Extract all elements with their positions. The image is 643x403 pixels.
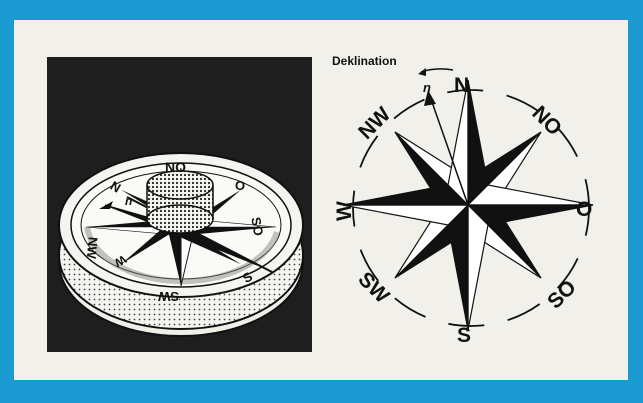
rose-label-sw: SW bbox=[353, 268, 393, 308]
rose-label-w: W bbox=[333, 201, 356, 221]
rose-label-se: SO bbox=[543, 276, 581, 314]
compass-photo: NO O SO S SW W NW N n bbox=[47, 57, 312, 352]
magnetic-north-marker: n bbox=[423, 80, 431, 95]
rose-label-nw: NW bbox=[354, 103, 395, 144]
declination-arrowhead-icon bbox=[418, 68, 426, 76]
compass-cap bbox=[147, 171, 213, 233]
compass-rose-diagram: Deklination n N NO O SO S SW W bbox=[318, 50, 618, 355]
declination-label: Deklination bbox=[332, 54, 397, 68]
photo-label-ne: NO bbox=[165, 159, 186, 175]
photo-north-marker: n bbox=[125, 194, 132, 208]
rose-label-n: N bbox=[454, 74, 469, 97]
photo-label-nw: NW bbox=[84, 236, 101, 260]
photo-label-sw: SW bbox=[157, 289, 179, 304]
rose-label-s: S bbox=[457, 324, 471, 347]
rose-label-e: O bbox=[576, 198, 592, 221]
photo-label-e: O bbox=[235, 178, 245, 193]
